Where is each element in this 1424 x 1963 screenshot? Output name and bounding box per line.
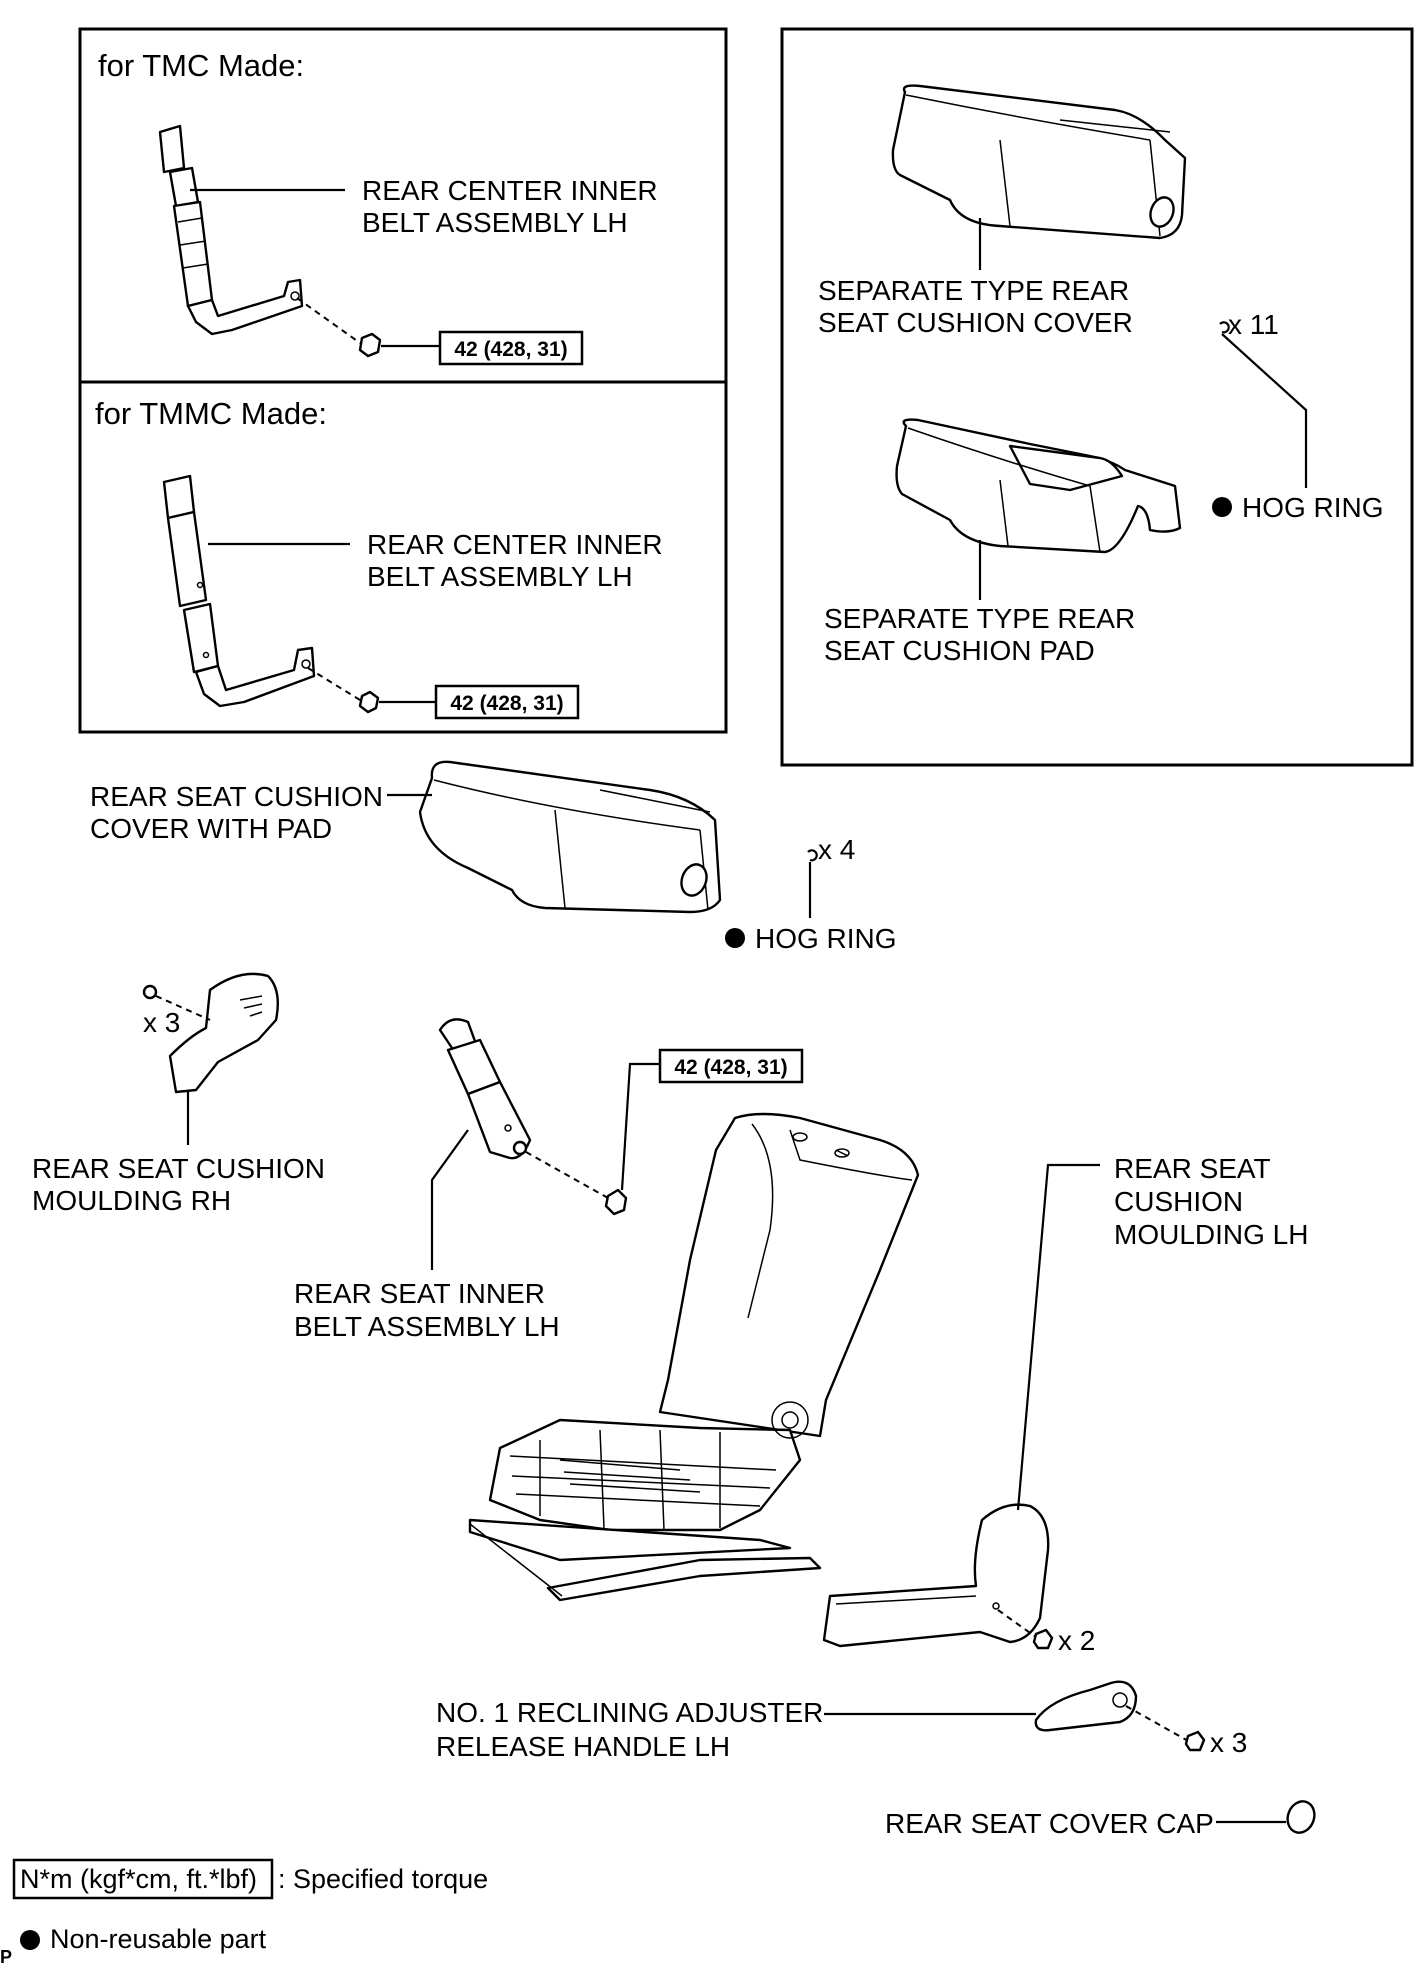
inner-belt-bolt-leader [620, 1062, 660, 1191]
moulding-lh-label-l2: CUSHION [1114, 1186, 1243, 1217]
legend-torque-unit: N*m (kgf*cm, ft.*lbf) [20, 1864, 257, 1894]
tmc-belt-drawing [158, 124, 304, 336]
cover-cap-drawing [1286, 1800, 1316, 1834]
tmc-panel-title: for TMC Made: [98, 48, 304, 83]
separate-cover-label-l1: SEPARATE TYPE REAR [818, 275, 1129, 306]
non-reusable-mark-top [1212, 497, 1232, 517]
release-handle-label-l2: RELEASE HANDLE LH [436, 1731, 730, 1762]
tmc-belt-dash [296, 297, 361, 344]
release-handle-dash [1125, 1705, 1191, 1743]
tmc-torque-value: 42 (428, 31) [454, 338, 567, 361]
moulding-lh-screw [1032, 1628, 1054, 1650]
moulding-rh-qty: x 3 [143, 1007, 180, 1038]
inner-belt-drawing [438, 1018, 532, 1160]
seat-frame-drawing [468, 1112, 920, 1602]
tmmc-panel-title: for TMMC Made: [95, 396, 327, 431]
separate-type-panel-frame [780, 27, 1414, 767]
moulding-rh-label-l2: MOULDING RH [32, 1185, 231, 1216]
tmmc-torque-value: 42 (428, 31) [450, 692, 563, 715]
moulding-lh-leader [1016, 1163, 1100, 1511]
tmmc-belt-dash [307, 667, 361, 701]
cushion-cover-label-l2: COVER WITH PAD [90, 813, 332, 844]
moulding-lh-dash [997, 1609, 1041, 1641]
tmc-torque-box [438, 330, 584, 366]
tmmc-panel-frame [78, 380, 728, 734]
separate-cover-label-l2: SEAT CUSHION COVER [818, 307, 1133, 338]
release-handle-label-l1: NO. 1 RECLINING ADJUSTER [436, 1697, 823, 1728]
hog-ring-mid-qty: x 4 [818, 834, 855, 865]
tmmc-belt-label-l2: BELT ASSEMBLY LH [367, 561, 633, 592]
tmmc-bolt [358, 690, 380, 714]
tmmc-torque-box [434, 684, 580, 720]
hog-ring-top-icon [1219, 321, 1230, 334]
hog-ring-mid-icon [807, 849, 818, 862]
tmmc-belt-label-l1: REAR CENTER INNER [367, 529, 663, 560]
hog-ring-top-label: HOG RING [1242, 492, 1384, 523]
moulding-lh-drawing [822, 1503, 1050, 1648]
moulding-lh-label-l3: MOULDING LH [1114, 1219, 1308, 1250]
separate-pad-label-l1: SEPARATE TYPE REAR [824, 603, 1135, 634]
moulding-rh-drawing [168, 972, 279, 1094]
moulding-rh-label-l1: REAR SEAT CUSHION [32, 1153, 325, 1184]
release-handle-qty: x 3 [1210, 1727, 1247, 1758]
release-handle-drawing [1034, 1680, 1138, 1732]
legend-non-reusable-mark [20, 1930, 40, 1950]
cover-cap-label: REAR SEAT COVER CAP [885, 1808, 1214, 1839]
inner-belt-dash [525, 1151, 609, 1199]
legend-torque-box [12, 1858, 274, 1900]
tmmc-belt-drawing [162, 474, 316, 708]
inner-belt-label-l2: BELT ASSEMBLY LH [294, 1311, 560, 1342]
separate-cover-drawing [891, 84, 1187, 240]
inner-belt-torque-value: 42 (428, 31) [674, 1056, 787, 1079]
moulding-rh-dash [155, 995, 211, 1021]
separate-pad-label-l2: SEAT CUSHION PAD [824, 635, 1095, 666]
legend-torque-desc: : Specified torque [278, 1864, 488, 1894]
cushion-cover-drawing [418, 760, 722, 914]
moulding-rh-screw [142, 984, 158, 1000]
inner-belt-leader [430, 1129, 469, 1270]
inner-belt-label-l1: REAR SEAT INNER [294, 1278, 545, 1309]
inner-belt-bolt [604, 1188, 628, 1216]
tmc-bolt [358, 332, 382, 358]
moulding-lh-qty: x 2 [1058, 1625, 1095, 1656]
tmc-belt-label-l2: BELT ASSEMBLY LH [362, 207, 628, 238]
cushion-cover-label-l1: REAR SEAT CUSHION [90, 781, 383, 812]
non-reusable-mark-mid [725, 928, 745, 948]
hog-ring-top-leader [1221, 333, 1308, 488]
corner-mark: P [0, 1947, 12, 1963]
legend-non-reusable-desc: Non-reusable part [50, 1924, 267, 1954]
separate-pad-drawing [895, 418, 1182, 554]
hog-ring-top-qty: x 11 [1228, 309, 1279, 340]
tmc-belt-label-l1: REAR CENTER INNER [362, 175, 658, 206]
inner-belt-torque-box [658, 1048, 804, 1084]
hog-ring-mid-label: HOG RING [755, 923, 897, 954]
moulding-lh-label-l1: REAR SEAT [1114, 1153, 1271, 1184]
release-handle-screw [1184, 1730, 1206, 1752]
